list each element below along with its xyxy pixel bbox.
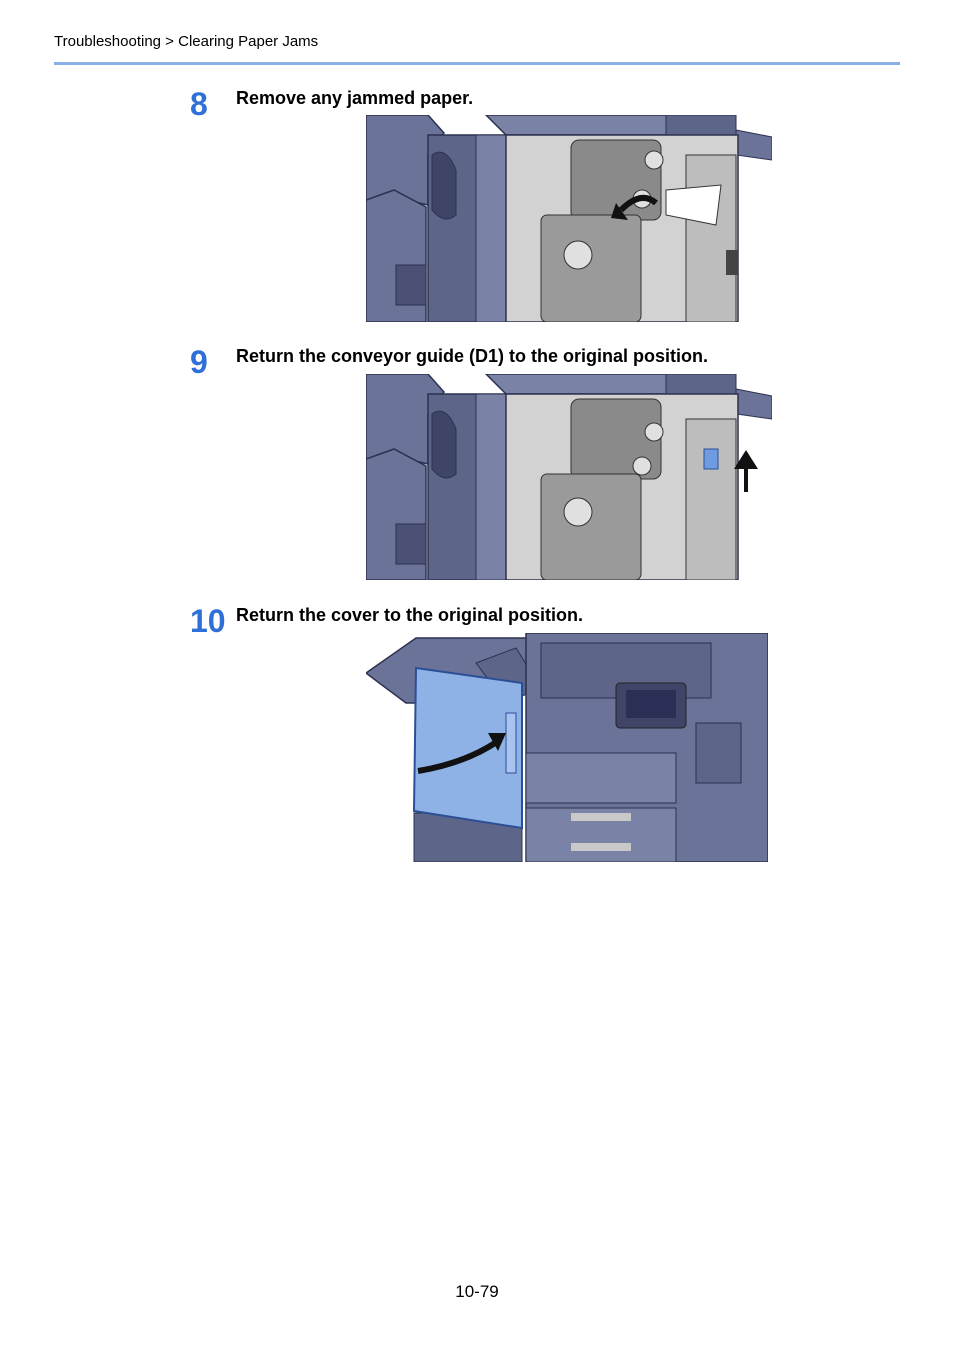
close-cover-illustration [366,633,768,862]
page-number: 10-79 [455,1282,499,1301]
remove-jammed-paper-illustration [366,115,772,322]
step-8-instruction: Remove any jammed paper. [236,88,474,108]
header-rule [54,62,900,65]
step-10-instruction: Return the cover to the original positio… [236,605,584,625]
step-9-instruction: Return the conveyor guide (D1) to the or… [236,346,709,366]
step-8-number: 8 [190,86,208,122]
breadcrumb: Troubleshooting > Clearing Paper Jams [54,33,319,50]
step-10-number: 10 [190,603,226,639]
step-9-number: 9 [190,344,208,380]
return-conveyor-guide-illustration [366,374,772,580]
